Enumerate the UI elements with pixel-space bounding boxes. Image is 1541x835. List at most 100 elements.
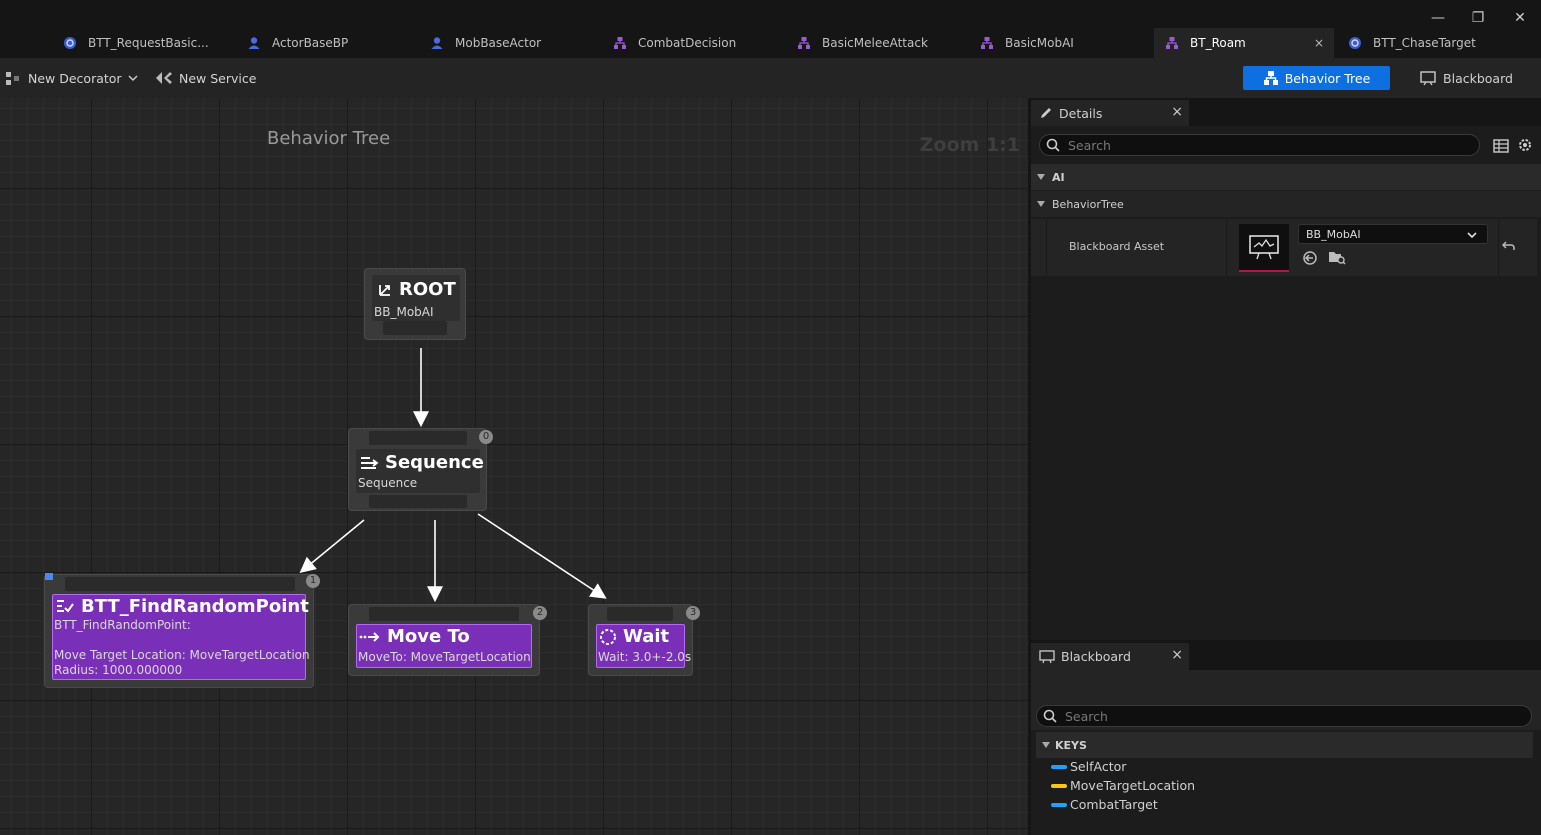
- find-desc-line1: BTT_FindRandomPoint:: [54, 618, 191, 632]
- chevron-down-icon: [1036, 172, 1046, 182]
- search-icon: [1043, 709, 1057, 723]
- sequence-input-pin[interactable]: [369, 431, 467, 445]
- decorator-icon: [5, 70, 21, 86]
- connection-sequence-wait: [477, 513, 607, 599]
- connection-sequence-find: [299, 519, 365, 574]
- chevron-down-icon: [1041, 740, 1051, 750]
- blackboard-asset-label: Blackboard Asset: [1069, 240, 1165, 253]
- behavior-tree-icon: [796, 35, 812, 51]
- behavior-tree-icon: [1263, 70, 1279, 86]
- behavior-tree-mode-button[interactable]: Behavior Tree: [1243, 66, 1390, 90]
- sequence-icon: [359, 455, 379, 471]
- tab-mobbaseactor[interactable]: MobBaseActor: [419, 28, 589, 58]
- tab-basicmeleeattack[interactable]: BasicMeleeAttack: [786, 28, 956, 58]
- blackboard-tab-label: Blackboard: [1061, 649, 1131, 664]
- new-service-button[interactable]: New Service: [155, 58, 256, 98]
- actor-icon: [429, 35, 445, 51]
- keys-header[interactable]: KEYS: [1036, 732, 1533, 758]
- key-name: SelfActor: [1070, 759, 1127, 774]
- sequence-output-pin[interactable]: [369, 495, 467, 508]
- browse-folder-icon[interactable]: [1328, 249, 1346, 265]
- restore-button[interactable]: ❐: [1471, 10, 1485, 26]
- new-service-label: New Service: [179, 70, 257, 86]
- find-input-pin[interactable]: [65, 577, 295, 591]
- tab-actorbasebp[interactable]: ActorBaseBP: [236, 28, 406, 58]
- blackboard-mode-button[interactable]: Blackboard: [1414, 66, 1518, 90]
- tab-label: BasicMeleeAttack: [822, 36, 928, 50]
- key-name: MoveTargetLocation: [1070, 778, 1196, 793]
- close-details-icon[interactable]: ×: [1171, 104, 1183, 120]
- behavior-tree-graph[interactable]: Behavior Tree Zoom 1:1 ROOT BB_MobAI Seq…: [0, 98, 1028, 835]
- close-tab-icon[interactable]: ×: [1313, 36, 1324, 50]
- sequence-subtitle: Sequence: [358, 476, 418, 490]
- find-random-point-node[interactable]: BTT_FindRandomPoint BTT_FindRandomPoint:…: [44, 574, 314, 688]
- sequence-index-badge: 0: [479, 430, 493, 444]
- wait-node[interactable]: Wait Wait: 3.0+-2.0s: [588, 604, 693, 676]
- blackboard-key-combattarget[interactable]: CombatTarget: [1051, 797, 1158, 812]
- title-bar: BTT_RequestBasic... ActorBaseBP MobBaseA…: [0, 0, 1541, 58]
- details-tab-label: Details: [1059, 105, 1103, 121]
- sequence-title: Sequence: [385, 452, 484, 473]
- blackboard-icon: [1419, 70, 1437, 86]
- tab-label: MobBaseActor: [455, 36, 542, 50]
- graph-title: Behavior Tree: [267, 128, 391, 149]
- blackboard-icon: [1039, 649, 1055, 664]
- object-type-icon: [1051, 764, 1067, 769]
- move-input-pin[interactable]: [369, 607, 519, 621]
- tab-btt-chasetarget[interactable]: BTT_ChaseTarget: [1337, 28, 1507, 58]
- section-behaviortree[interactable]: BehaviorTree: [1031, 191, 1541, 217]
- move-to-subtitle: MoveTo: MoveTargetLocation: [358, 650, 531, 664]
- wait-index-badge: 3: [686, 606, 700, 620]
- reset-to-default-icon[interactable]: [1502, 239, 1516, 253]
- vector-type-icon: [1051, 783, 1067, 788]
- section-ai[interactable]: AI: [1031, 164, 1541, 190]
- object-type-icon: [1051, 802, 1067, 807]
- details-tab[interactable]: Details ×: [1031, 100, 1189, 126]
- blackboard-key-selfactor[interactable]: SelfActor: [1051, 759, 1126, 774]
- find-title: BTT_FindRandomPoint: [81, 596, 309, 617]
- tab-btt-requestbasic[interactable]: BTT_RequestBasic...: [52, 28, 222, 58]
- key-name: CombatTarget: [1070, 797, 1158, 812]
- move-to-index-badge: 2: [533, 606, 547, 620]
- close-blackboard-icon[interactable]: ×: [1171, 647, 1183, 663]
- toolbar: New Decorator New Service Behavior Tree …: [0, 58, 1541, 98]
- wait-icon: [599, 628, 617, 646]
- root-output-pin[interactable]: [383, 321, 447, 335]
- blackboard-panel: Blackboard × Search KEYS SelfActor MoveT…: [1031, 643, 1541, 835]
- tab-label: BasicMobAI: [1005, 36, 1074, 50]
- blackboard-search-input[interactable]: Search: [1036, 705, 1532, 727]
- asset-thumbnail[interactable]: [1239, 224, 1289, 272]
- find-desc-line2: Move Target Location: MoveTargetLocation: [54, 648, 310, 662]
- keys-header-label: KEYS: [1055, 738, 1087, 752]
- actor-icon: [246, 35, 262, 51]
- blackboard-asset-dropdown[interactable]: BB_MobAI: [1298, 224, 1488, 244]
- gear-icon[interactable]: [1517, 137, 1533, 153]
- blueprint-icon: [1347, 35, 1363, 51]
- wait-subtitle: Wait: 3.0+-2.0s: [598, 650, 692, 664]
- tab-combatdecision[interactable]: CombatDecision: [602, 28, 772, 58]
- tab-basicmobai[interactable]: BasicMobAI: [969, 28, 1139, 58]
- behavior-tree-mode-label: Behavior Tree: [1284, 70, 1371, 86]
- blackboard-mode-label: Blackboard: [1443, 70, 1513, 86]
- root-node[interactable]: ROOT BB_MobAI: [364, 268, 466, 340]
- search-icon: [1046, 138, 1060, 152]
- close-window-button[interactable]: ✕: [1514, 10, 1526, 26]
- blackboard-key-movetargetlocation[interactable]: MoveTargetLocation: [1051, 778, 1195, 793]
- behavior-tree-icon: [1164, 35, 1180, 51]
- details-search-input[interactable]: Search: [1039, 134, 1480, 156]
- new-decorator-button[interactable]: New Decorator: [5, 58, 138, 98]
- blueprint-icon: [62, 35, 78, 51]
- move-to-title: Move To: [387, 626, 470, 647]
- details-search-placeholder: Search: [1068, 137, 1111, 153]
- blackboard-search-placeholder: Search: [1065, 708, 1108, 724]
- tab-label: ActorBaseBP: [272, 36, 349, 50]
- use-selected-icon[interactable]: [1302, 250, 1318, 266]
- sequence-node[interactable]: Sequence Sequence: [348, 428, 487, 511]
- table-view-icon[interactable]: [1493, 138, 1509, 154]
- tab-bt-roam[interactable]: BT_Roam ×: [1154, 28, 1334, 58]
- section-bt-label: BehaviorTree: [1052, 197, 1124, 211]
- minimize-button[interactable]: —: [1431, 10, 1445, 26]
- blackboard-tab[interactable]: Blackboard ×: [1031, 643, 1189, 670]
- move-to-node[interactable]: Move To MoveTo: MoveTargetLocation: [348, 604, 540, 676]
- wait-input-pin[interactable]: [607, 607, 673, 621]
